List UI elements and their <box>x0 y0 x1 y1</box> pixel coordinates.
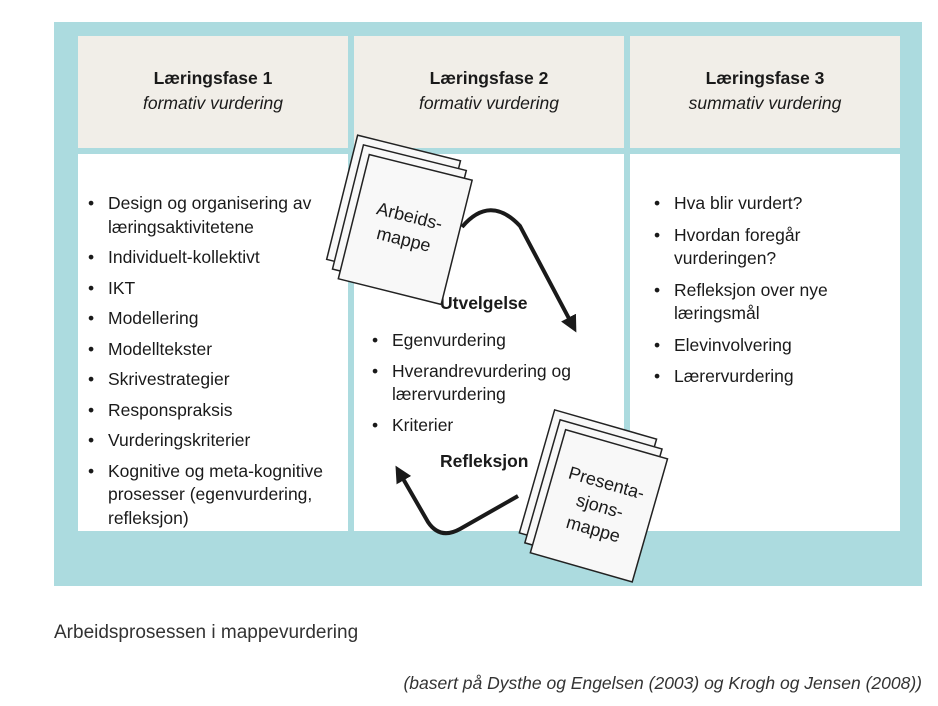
list-item: Individuelt-kollektivt <box>86 246 336 270</box>
list-item: Egenvurdering <box>370 329 610 353</box>
phase-2-list: Egenvurdering Hverandrevurdering og lære… <box>370 329 610 444</box>
phase-3-list: Hva blir vurdert? Hvordan foregår vurder… <box>652 192 877 397</box>
phase-2-header: Læringsfase 2 formativ vurdering <box>354 36 624 148</box>
figure-source: (basert på Dysthe og Engelsen (2003) og … <box>403 673 922 693</box>
arbeidsmappe-folder-icon: Arbeids- mappe <box>325 134 474 306</box>
phase-1-list: Design og organisering av læringsaktivit… <box>86 192 336 537</box>
list-item: Modellering <box>86 307 336 331</box>
list-item: Design og organisering av læringsaktivit… <box>86 192 336 239</box>
phase-3-title: Læringsfase 3 <box>705 68 825 88</box>
phase-1-subtitle: formativ vurdering <box>142 93 284 113</box>
utvelgelse-label: Utvelgelse <box>440 293 528 313</box>
list-item: Refleksjon over nye læringsmål <box>652 279 877 326</box>
list-item: Skrivestrategier <box>86 368 336 392</box>
phase-2-title: Læringsfase 2 <box>429 68 549 88</box>
list-item: Lærervurdering <box>652 365 877 389</box>
list-item: Modelltekster <box>86 338 336 362</box>
phase-1-title: Læringsfase 1 <box>153 68 273 88</box>
list-item: Elevinvolvering <box>652 334 877 358</box>
refleksjon-label: Refleksjon <box>440 451 529 471</box>
list-item: Kriterier <box>370 414 610 438</box>
list-item: Hverandrevurdering og lærervurdering <box>370 360 610 407</box>
list-item: IKT <box>86 277 336 301</box>
arrow-utvelgelse <box>460 208 577 333</box>
list-item: Kognitive og meta-kognitive prosesser (e… <box>86 460 336 531</box>
list-item: Hva blir vurdert? <box>652 192 877 216</box>
list-item: Hvordan foregår vurderingen? <box>652 224 877 271</box>
list-item: Vurderingskriterier <box>86 429 336 453</box>
phase-3-header: Læringsfase 3 summativ vurdering <box>630 36 900 148</box>
arrow-refleksjon <box>395 465 519 536</box>
presentasjonsmappe-folder-icon: Presenta- sjons- mappe <box>518 408 669 583</box>
phase-1-header: Læringsfase 1 formativ vurdering <box>78 36 348 148</box>
phase-3-subtitle: summativ vurdering <box>688 93 842 113</box>
phase-2-subtitle: formativ vurdering <box>418 93 560 113</box>
figure-caption: Arbeidsprosessen i mappevurdering <box>54 622 359 643</box>
list-item: Responspraksis <box>86 399 336 423</box>
